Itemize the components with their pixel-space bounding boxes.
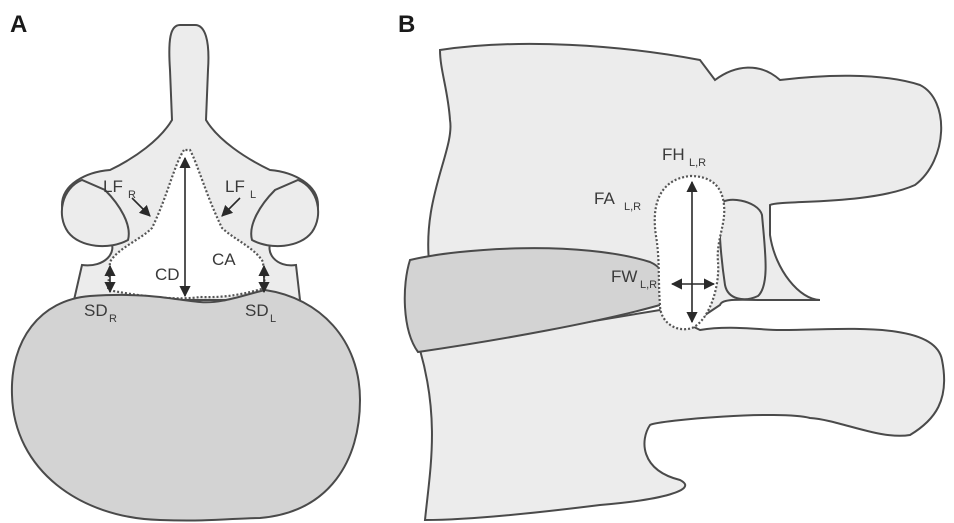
fw-sub: L,R [640,279,657,291]
fa-text: FA [594,189,615,208]
sd-r-text: SD [84,301,108,320]
lf-r-text: LF [103,177,123,196]
panel-b: B FH L,R FA L,R FW L,R [398,11,944,520]
fa-sub: L,R [624,201,641,213]
panel-a-letter: A [10,11,27,38]
label-ca: CA [212,250,236,269]
fw-text: FW [611,267,637,286]
lf-l-sub: L [250,189,256,201]
lf-l-text: LF [225,177,245,196]
panel-a: A LF R LF L CD CA SD R [10,11,360,521]
sd-r-sub: R [109,313,117,325]
fh-sub: L,R [689,157,706,169]
fh-text: FH [662,145,685,164]
vertebral-body-a [12,290,360,521]
sd-l-text: SD [245,301,269,320]
sd-l-sub: L [270,313,276,325]
lf-r-sub: R [128,189,136,201]
label-cd: CD [155,265,180,284]
panel-b-letter: B [398,11,415,38]
lower-vertebra-b [420,310,944,520]
articular-process-b [719,200,765,299]
